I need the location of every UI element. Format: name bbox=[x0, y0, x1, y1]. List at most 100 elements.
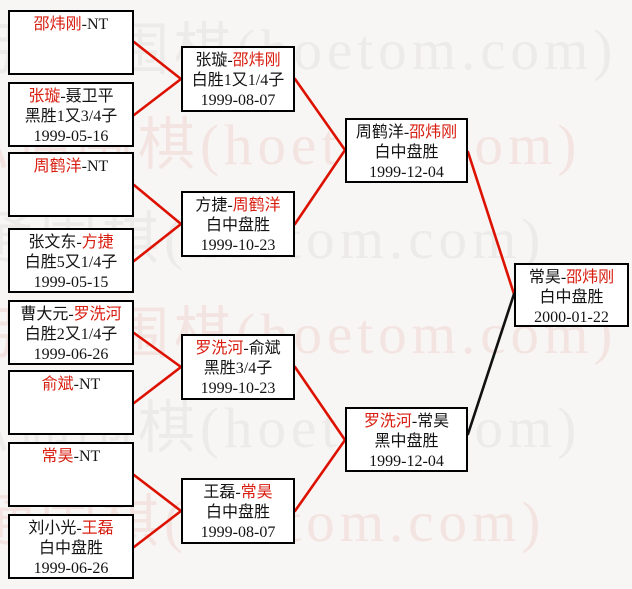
connector-line-black bbox=[466, 292, 516, 436]
separator: - bbox=[73, 376, 79, 393]
players-line: 王磊-常昊 bbox=[183, 483, 293, 503]
date-text bbox=[10, 415, 132, 435]
result-text: 白中盘胜 bbox=[539, 289, 604, 306]
separator: - bbox=[68, 306, 74, 323]
result-text: 白中盘胜 bbox=[205, 504, 270, 521]
date-text: 1999-06-26 bbox=[33, 346, 109, 363]
match-box-r1-7: 常昊-NT bbox=[8, 442, 134, 507]
player-name-winner: 常昊 bbox=[240, 484, 273, 501]
player-name: 聂卫平 bbox=[65, 88, 114, 105]
player-name: NT bbox=[79, 448, 101, 465]
result-text: 白胜5又1/4子 bbox=[24, 254, 118, 271]
players-line: 常昊-NT bbox=[10, 447, 132, 467]
result-text bbox=[10, 177, 132, 197]
match-box-r2-2: 方捷-周鹤洋 白中盘胜 1999-10-23 bbox=[181, 191, 295, 257]
match-box-r1-2: 张璇-聂卫平 黑胜1又3/4子 1999-05-16 bbox=[8, 82, 134, 147]
match-box-r1-5: 曹大元-罗洗河 白胜2又1/4子 1999-06-26 bbox=[8, 300, 134, 365]
player-name: 刘小光 bbox=[28, 520, 77, 537]
separator: - bbox=[227, 197, 233, 214]
result-text: 白中盘胜 bbox=[374, 144, 439, 161]
players-line: 周鹤洋-NT bbox=[10, 157, 132, 177]
player-name: 常昊 bbox=[528, 269, 561, 286]
player-name: NT bbox=[87, 16, 109, 33]
player-name-winner: 邵炜刚 bbox=[33, 16, 82, 33]
match-box-r1-6: 俞斌-NT bbox=[8, 370, 134, 435]
players-line: 张璇-邵炜刚 bbox=[183, 51, 293, 71]
player-name: 俞斌 bbox=[248, 340, 281, 357]
player-name-winner: 邵炜刚 bbox=[232, 52, 281, 69]
player-name-winner: 方捷 bbox=[81, 234, 114, 251]
separator: - bbox=[81, 16, 87, 33]
date-text: 1999-05-16 bbox=[33, 128, 109, 145]
connector-line bbox=[293, 438, 347, 513]
separator: - bbox=[76, 234, 82, 251]
player-name: 王磊 bbox=[203, 484, 236, 501]
connector-line bbox=[132, 77, 183, 117]
player-name: NT bbox=[79, 376, 101, 393]
result-text: 白中盘胜 bbox=[38, 540, 103, 557]
players-line: 常昊-邵炜刚 bbox=[516, 268, 627, 288]
result-text: 白胜2又1/4子 bbox=[24, 326, 118, 343]
player-name-winner: 邵炜刚 bbox=[566, 269, 615, 286]
match-box-r1-8: 刘小光-王磊 白中盘胜 1999-06-26 bbox=[8, 514, 134, 579]
connector-line bbox=[293, 77, 347, 152]
match-box-r2-4: 王磊-常昊 白中盘胜 1999-08-07 bbox=[181, 478, 295, 544]
date-text bbox=[10, 55, 132, 75]
connector-line bbox=[132, 509, 183, 549]
players-line: 刘小光-王磊 bbox=[10, 519, 132, 539]
players-line: 张文东-方捷 bbox=[10, 233, 132, 253]
player-name-winner: 常昊 bbox=[41, 448, 74, 465]
date-text: 1999-10-23 bbox=[200, 380, 276, 397]
match-box-r2-1: 张璇-邵炜刚 白胜1又1/4子 1999-08-07 bbox=[181, 46, 295, 112]
result-text: 白胜1又1/4子 bbox=[191, 72, 285, 89]
player-name-winner: 张璇 bbox=[28, 88, 61, 105]
match-box-r1-3: 周鹤洋-NT bbox=[8, 152, 134, 217]
separator: - bbox=[411, 413, 418, 430]
separator: - bbox=[81, 158, 87, 175]
players-line: 周鹤洋-邵炜刚 bbox=[347, 123, 466, 143]
date-text: 1999-08-07 bbox=[200, 92, 276, 109]
match-box-sf-1: 周鹤洋-邵炜刚 白中盘胜 1999-12-04 bbox=[345, 118, 468, 183]
player-name-winner: 周鹤洋 bbox=[33, 158, 82, 175]
connector-line bbox=[132, 40, 183, 81]
separator: - bbox=[76, 520, 82, 537]
result-text: 黑胜1又3/4子 bbox=[24, 108, 118, 125]
players-line: 曹大元-罗洗河 bbox=[10, 305, 132, 325]
separator: - bbox=[227, 52, 233, 69]
separator: - bbox=[235, 484, 241, 501]
player-name: 张文东 bbox=[28, 234, 77, 251]
players-line: 张璇-聂卫平 bbox=[10, 87, 132, 107]
connector-line bbox=[466, 150, 516, 296]
player-name-winner: 罗洗河 bbox=[363, 413, 412, 430]
players-line: 罗洗河-常昊 bbox=[347, 412, 466, 432]
connector-line bbox=[293, 365, 347, 442]
connector-line bbox=[132, 183, 183, 226]
players-line: 罗洗河-俞斌 bbox=[183, 339, 293, 359]
match-box-r2-3: 罗洗河-俞斌 黑胜3/4子 1999-10-23 bbox=[181, 334, 295, 400]
connector-line bbox=[132, 222, 183, 263]
result-text bbox=[10, 35, 132, 55]
player-name: 常昊 bbox=[417, 413, 450, 430]
player-name: 方捷 bbox=[195, 197, 228, 214]
match-box-r1-4: 张文东-方捷 白胜5又1/4子 1999-05-15 bbox=[8, 228, 134, 293]
separator: - bbox=[560, 269, 567, 286]
match-box-r1-1: 邵炜刚-NT bbox=[8, 10, 134, 75]
connector-line bbox=[132, 473, 183, 513]
match-box-final: 常昊-邵炜刚 白中盘胜 2000-01-22 bbox=[514, 263, 629, 327]
separator: - bbox=[243, 340, 249, 357]
connector-line bbox=[132, 331, 183, 369]
players-line: 方捷-周鹤洋 bbox=[183, 196, 293, 216]
date-text: 1999-06-26 bbox=[33, 560, 109, 577]
date-text: 1999-05-15 bbox=[33, 274, 109, 291]
date-text bbox=[10, 197, 132, 217]
separator: - bbox=[73, 448, 79, 465]
separator: - bbox=[60, 88, 66, 105]
players-line: 俞斌-NT bbox=[10, 375, 132, 395]
result-text: 白中盘胜 bbox=[205, 217, 270, 234]
connector-line bbox=[132, 365, 183, 405]
player-name-winner: 俞斌 bbox=[41, 376, 74, 393]
date-text: 1999-12-04 bbox=[369, 453, 444, 470]
player-name: NT bbox=[87, 158, 109, 175]
